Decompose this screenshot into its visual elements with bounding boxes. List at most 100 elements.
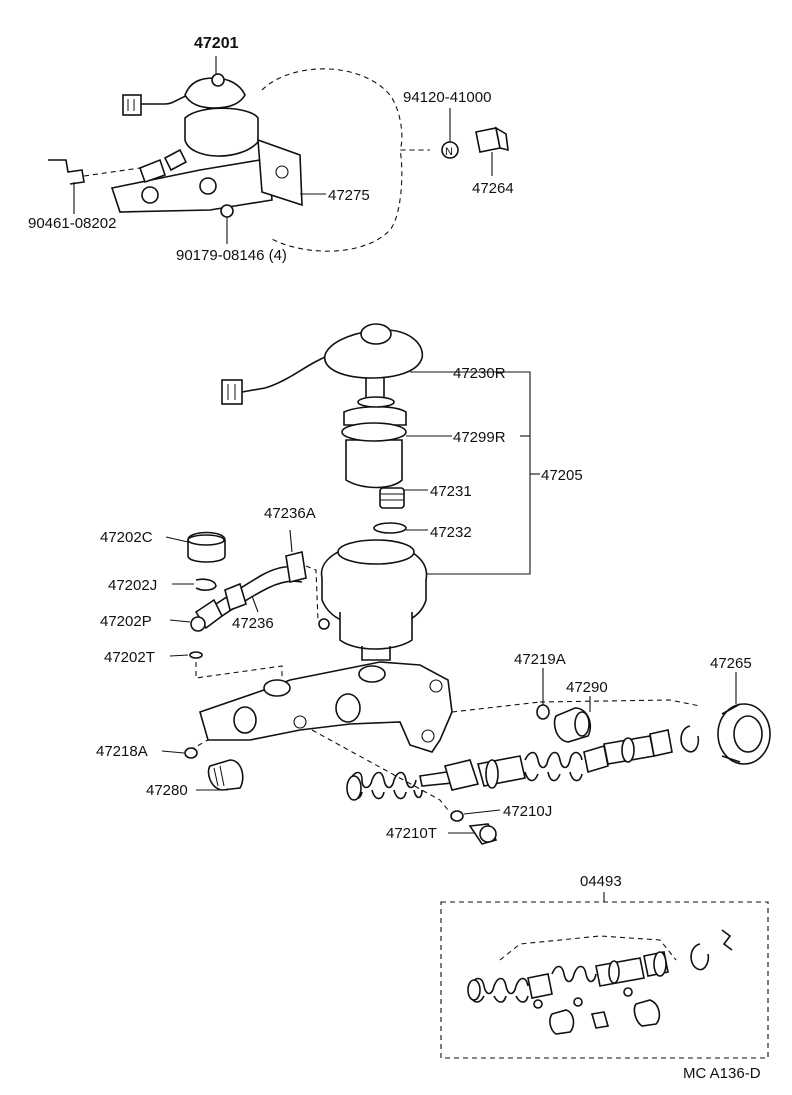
body-boss (233, 706, 257, 734)
gasket-47218A (184, 747, 198, 759)
reservoir-small (184, 107, 259, 157)
flange-hole (429, 679, 443, 693)
boot-edge (721, 703, 741, 763)
leader-47202C (165, 536, 189, 543)
label-gasket-210j: 47210J (503, 803, 552, 820)
kit-spring-end (467, 979, 481, 1001)
leader-47202P (169, 619, 191, 623)
boot-inner (733, 715, 763, 753)
footer-code: MC A136-D (683, 1065, 761, 1082)
hose-nipple (318, 618, 330, 630)
kit-clip (721, 929, 733, 951)
label-gasket-219: 47219A (514, 651, 566, 668)
port-small (199, 177, 217, 195)
strainer-opening (341, 422, 407, 442)
hose-clamp (224, 582, 247, 612)
plug-47290-face (574, 711, 590, 737)
piston-two-cup (621, 737, 635, 763)
repair-kit: 04493 (440, 873, 769, 1059)
bracket-47205 (426, 371, 531, 575)
port-small (141, 186, 159, 204)
sensor-connector (122, 94, 142, 116)
kit-spring-two (551, 965, 597, 983)
union-small (138, 158, 167, 184)
label-plug-280: 47280 (146, 782, 188, 799)
label-vacuum-hose-part: 94120-41000 (403, 89, 491, 106)
seal (373, 522, 407, 534)
piston-two (583, 744, 609, 774)
leader-47202T (169, 654, 189, 657)
bolt-guide (311, 729, 449, 811)
kit-snap-ring (690, 943, 710, 971)
label-clip-j: 47202J (108, 577, 157, 594)
right-parts: 47219A 47290 47265 (514, 651, 771, 765)
label-gasket-218: 47218A (96, 743, 148, 760)
label-plug-290: 47290 (566, 679, 608, 696)
strainer-top (357, 396, 395, 408)
body-port (358, 665, 386, 683)
flange-hole (421, 729, 435, 743)
axis-line (451, 701, 541, 713)
gasket-47210J (450, 810, 464, 822)
axis-line-right (539, 699, 701, 707)
label-gasket-t: 47202T (104, 649, 155, 666)
cap-knob (211, 73, 225, 87)
kit-spring-one (469, 977, 529, 995)
kit-gasket (623, 987, 633, 997)
left-plug-group: 47218A 47280 (96, 743, 244, 799)
body-port (263, 679, 291, 697)
kit-piston-face (653, 951, 667, 977)
bolt-head (479, 825, 497, 843)
leader-47210J (463, 809, 501, 815)
spring-inner (524, 751, 583, 769)
snap-ring (680, 725, 700, 753)
bracket-guide (83, 167, 141, 177)
label-cap: 47202C (100, 529, 153, 546)
nut-small (220, 204, 234, 218)
label-repair-kit: 04493 (580, 873, 622, 890)
clip-small-side (494, 126, 509, 152)
label-assembly: 47201 (194, 35, 239, 52)
leader-47236 (251, 595, 259, 613)
clip-47202J (195, 578, 217, 591)
label-bolt-210t: 47210T (386, 825, 437, 842)
union-small (163, 148, 188, 172)
reservoir-cap-small (184, 77, 246, 109)
plug-thread (219, 765, 225, 787)
reservoir-opening (337, 539, 415, 565)
spring-inner-lower (524, 771, 583, 782)
hose-clip-47236A (285, 551, 307, 583)
bottom-small-parts: 47210J 47210T (386, 803, 552, 845)
switch-connector (221, 379, 243, 405)
strainer-body (345, 439, 403, 489)
spring-outer (349, 771, 417, 789)
label-clip-part: 47264 (472, 180, 514, 197)
body-hole (293, 715, 307, 729)
master-cylinder-small (110, 159, 273, 213)
kit-bolt (590, 1011, 610, 1029)
bracket-small (48, 159, 85, 185)
flange-small (257, 138, 303, 207)
cylinder-body (199, 661, 453, 753)
plug-thread (213, 767, 219, 787)
label-bracket-part: 90461-08202 (28, 215, 116, 232)
label-hose-clip: 47236A (264, 505, 316, 522)
kit-cup (608, 960, 620, 984)
leader-47218A (161, 750, 185, 754)
label-reservoir-seal: 47232 (430, 524, 472, 541)
label-reservoir-sub: 47205 (541, 467, 583, 484)
repair-kit-box (440, 901, 769, 1059)
reservoir-cap (324, 329, 424, 379)
reservoir-exploded: 47230R 47299R 47231 47232 47205 (221, 323, 583, 661)
grommet (379, 487, 405, 509)
cap-knob-large (360, 323, 392, 345)
label-boot-265: 47265 (710, 655, 752, 672)
kit-plug (549, 1009, 575, 1035)
spring-end (346, 775, 362, 801)
label-reservoir-cap: 47230R (453, 365, 506, 382)
piston-one (443, 759, 480, 791)
piston-shaft (477, 755, 526, 787)
kit-gasket (533, 999, 543, 1009)
